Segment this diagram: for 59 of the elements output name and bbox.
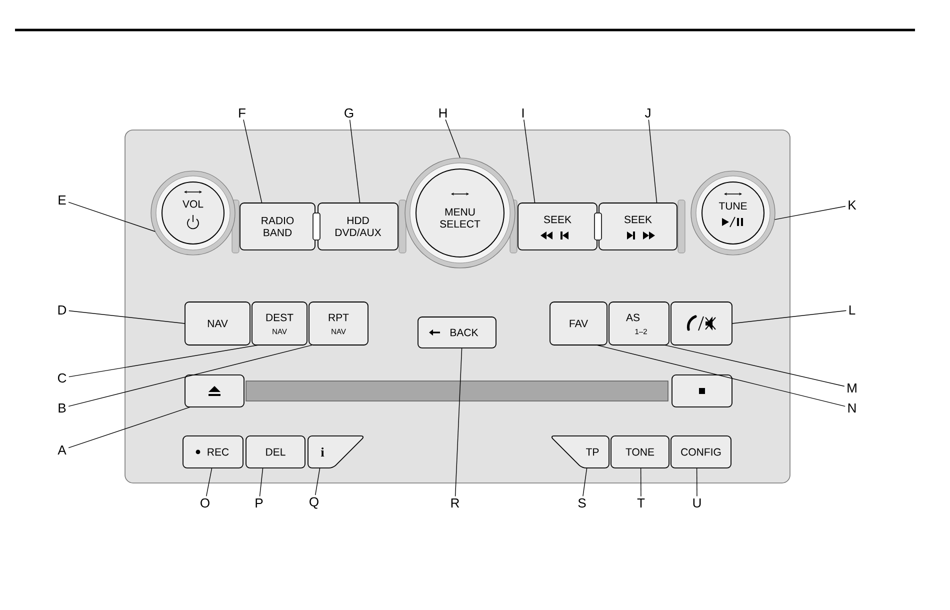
- callout-letter: R: [451, 498, 460, 508]
- push-button: BACK: [418, 316, 496, 348]
- callout-letter: G: [344, 108, 354, 118]
- leader-line: [524, 119, 536, 204]
- callout-letter: C: [58, 373, 66, 383]
- leader-line: [454, 348, 462, 497]
- leader-line: [640, 468, 642, 497]
- callout-letter: F: [239, 108, 246, 118]
- callout-letter: N: [848, 404, 856, 412]
- push-button: SEEK: [598, 202, 678, 250]
- leader-line: [596, 344, 846, 407]
- leader-line: [774, 206, 846, 220]
- leader-line: [445, 119, 460, 158]
- disc-slot: [246, 380, 668, 402]
- leader-line: [68, 344, 312, 407]
- callout-letter: P: [256, 498, 263, 508]
- push-button: CONFIG: [670, 436, 732, 468]
- push-button: HDD DVD/AUX: [318, 202, 398, 250]
- callout-letter: E: [58, 196, 66, 204]
- callout-letter: U: [693, 498, 701, 508]
- callout-letter: J: [644, 108, 650, 118]
- callout-letter: S: [578, 498, 586, 508]
- callout-letter: O: [200, 498, 210, 508]
- rotary-knob: TUNE: [690, 170, 776, 256]
- callout-letter: A: [58, 446, 66, 454]
- leader-line: [349, 119, 360, 204]
- callout-letter: M: [848, 384, 856, 392]
- callout-letter: D: [58, 306, 66, 314]
- leader-line: [259, 468, 264, 497]
- leader-line: [68, 202, 156, 232]
- rotary-knob: VOL: [150, 170, 236, 256]
- push-button: FAV: [550, 302, 608, 346]
- leader-line: [696, 468, 698, 497]
- leader-line: [582, 468, 588, 497]
- callout-letter: L: [849, 306, 856, 314]
- callout-letter: T: [637, 498, 645, 508]
- leader-line: [206, 468, 212, 497]
- callout-letter: I: [522, 108, 524, 118]
- leader-line: [68, 344, 258, 378]
- callout-letter: Q: [310, 497, 318, 509]
- push-button: RADIO BAND: [240, 202, 316, 250]
- leader-line: [648, 119, 658, 204]
- leader-line: [664, 344, 845, 387]
- leader-line: [732, 310, 847, 324]
- callout-letter: K: [848, 200, 856, 210]
- push-button: SEEK: [518, 202, 598, 250]
- leader-line: [314, 468, 320, 496]
- callout-letter: B: [58, 404, 66, 412]
- push-button: REC: [182, 436, 244, 468]
- leader-line: [243, 119, 262, 204]
- leader-line: [68, 310, 186, 324]
- push-button: DEL: [246, 436, 306, 468]
- push-button: TP: [552, 436, 610, 468]
- push-button: i: [308, 436, 364, 468]
- callout-letter: H: [439, 108, 447, 118]
- push-button: TONE: [610, 436, 670, 468]
- rotary-knob: MENU SELECT: [404, 158, 516, 268]
- push-button: NAV: [184, 302, 250, 346]
- leader-line: [68, 406, 190, 448]
